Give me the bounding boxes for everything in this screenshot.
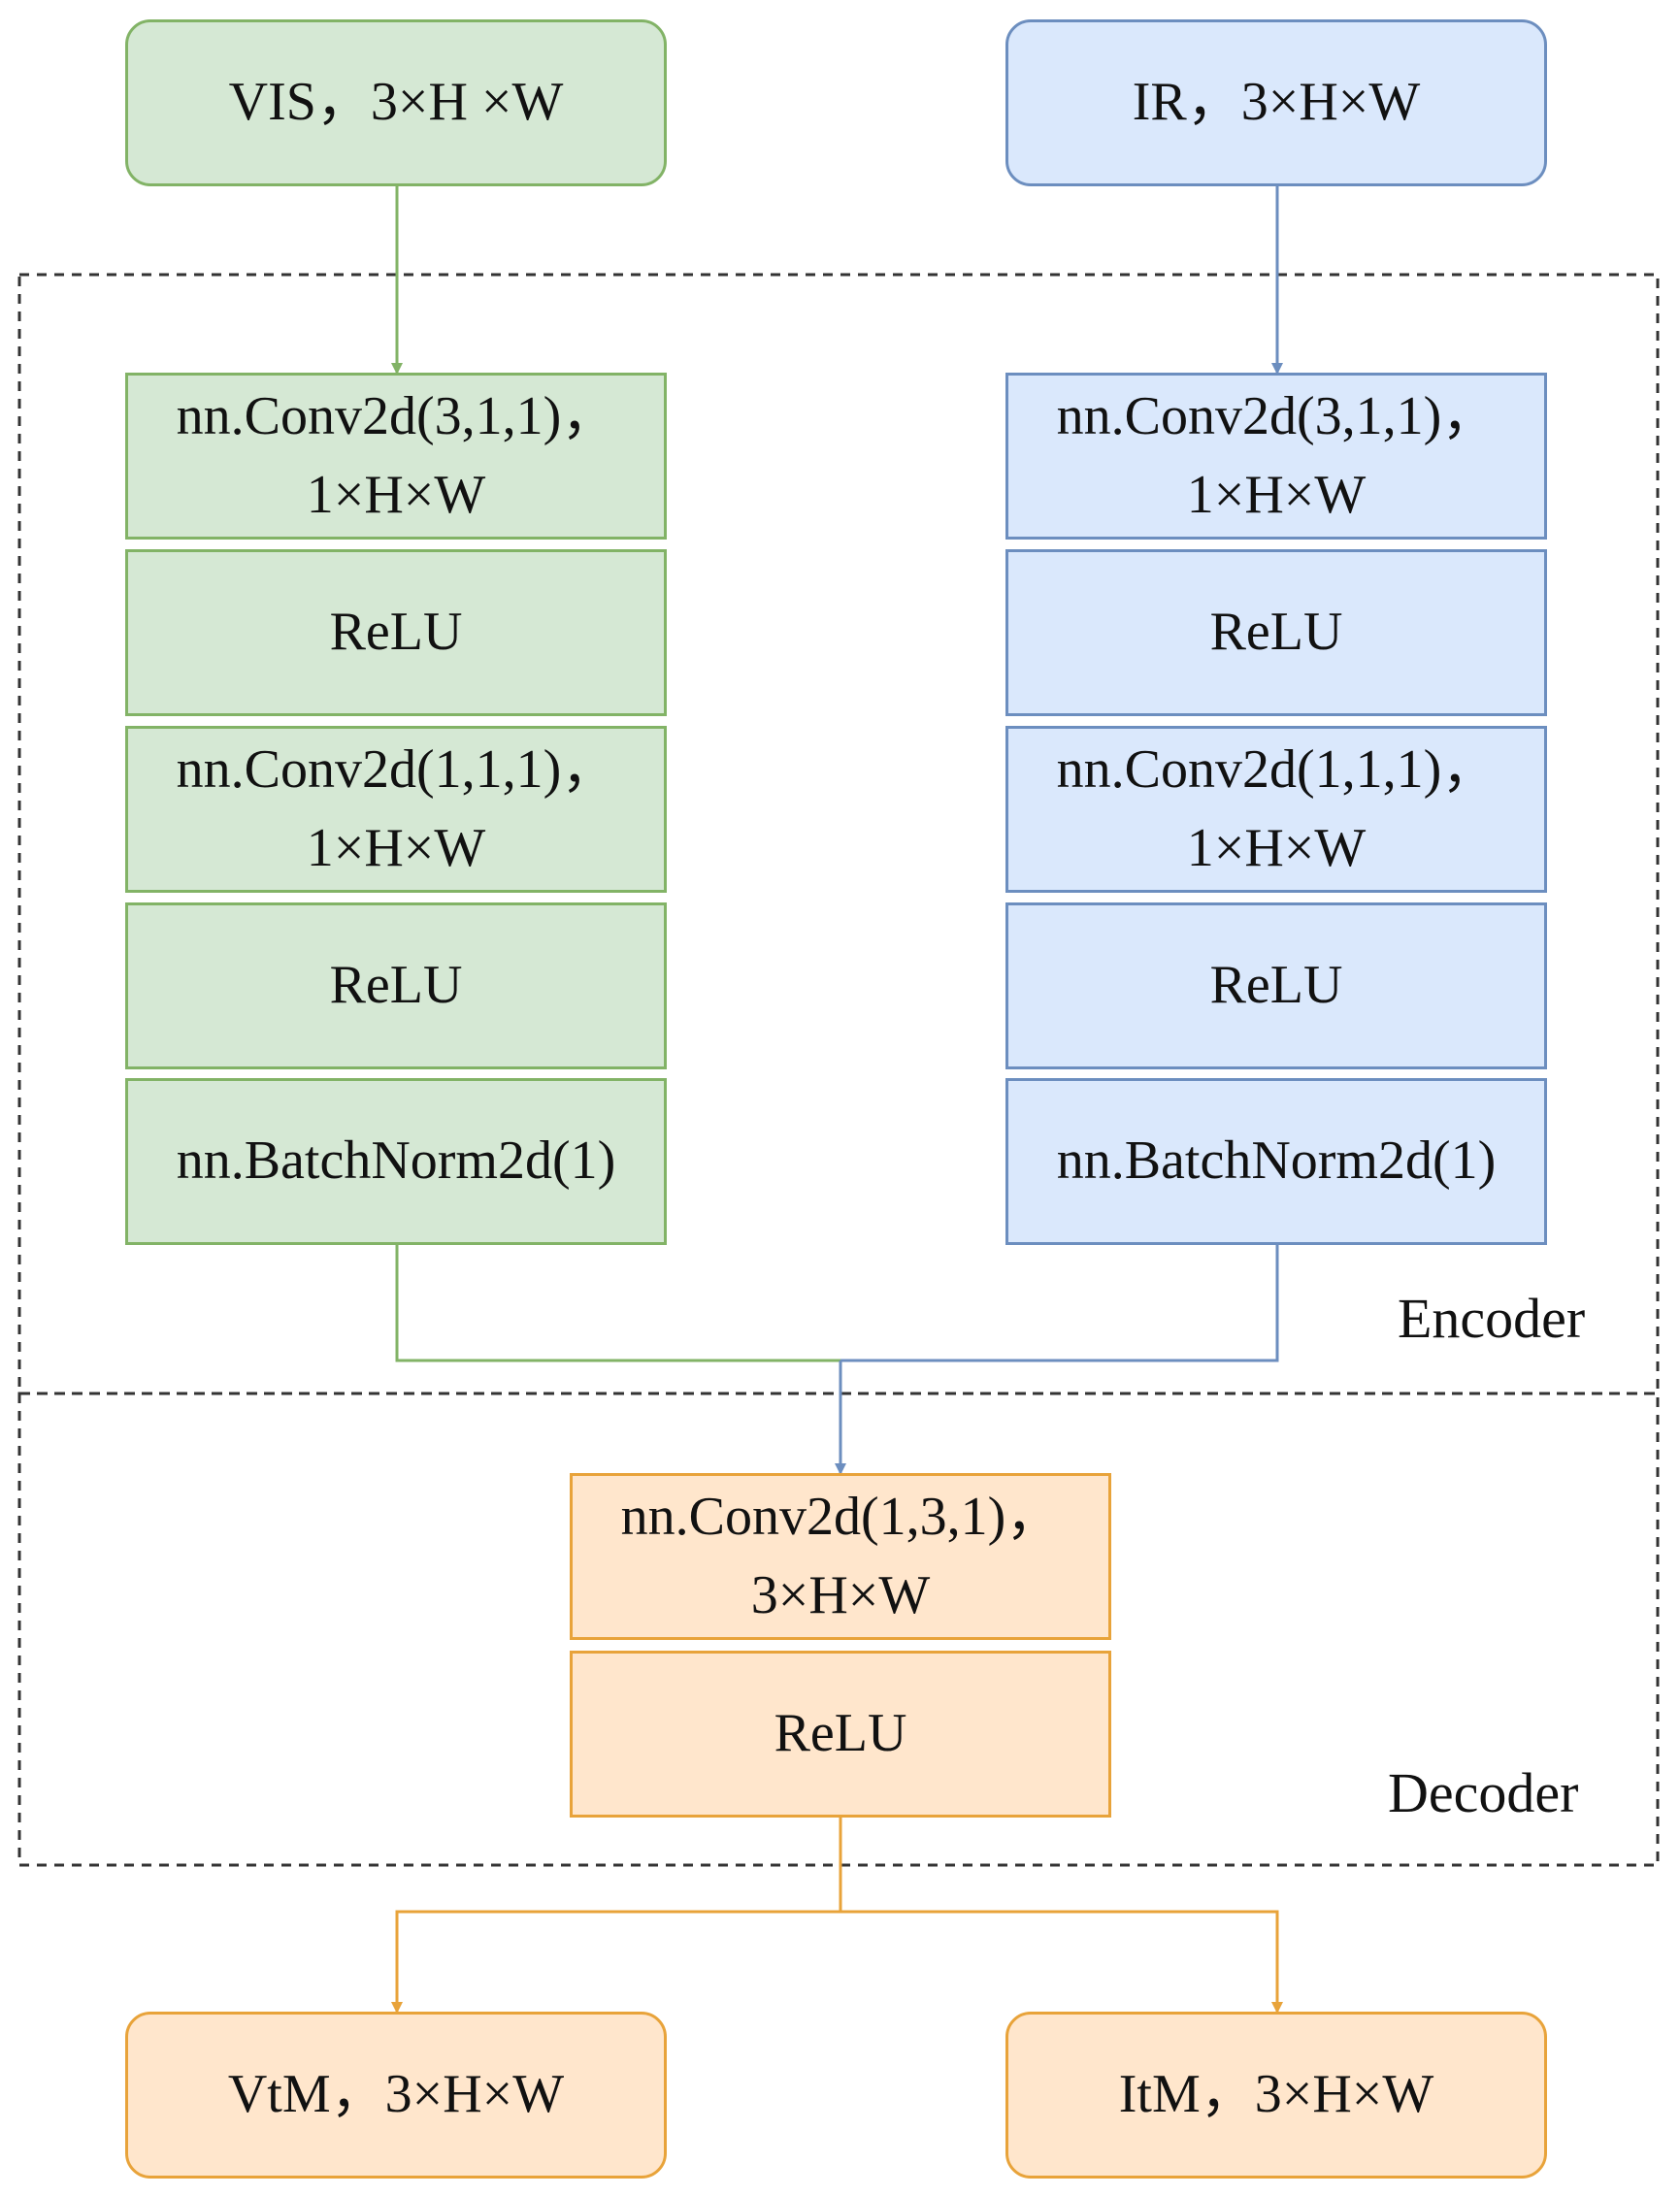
vis-relu-block-2: ReLU bbox=[125, 902, 667, 1069]
vtm-output-arrow bbox=[391, 1910, 840, 2014]
itm-output-arrow bbox=[840, 1910, 1283, 2014]
block-line-1: ReLU bbox=[329, 602, 463, 663]
vis-input-node: VIS，3×H ×W bbox=[125, 19, 667, 186]
block-line-1: nn.BatchNorm2d(1) bbox=[1056, 1131, 1497, 1192]
vis-merge-line bbox=[395, 1245, 840, 1362]
vtm-output-label: VtM，3×H×W bbox=[227, 2064, 565, 2125]
ir-conv-block-1: nn.Conv2d(3,1,1)， 1×H×W bbox=[1005, 373, 1547, 540]
vis-conv-block-2: nn.Conv2d(1,1,1)， 1×H×W bbox=[125, 726, 667, 893]
block-line-1: ReLU bbox=[329, 955, 463, 1016]
block-line-2: 1×H×W bbox=[1186, 465, 1367, 525]
vis-input-label: VIS，3×H ×W bbox=[228, 72, 564, 133]
ir-relu-block-2: ReLU bbox=[1005, 902, 1547, 1069]
block-line-1: nn.Conv2d(1,3,1)， bbox=[620, 1486, 1061, 1547]
block-line-1: nn.Conv2d(1,1,1)， bbox=[1056, 738, 1497, 800]
block-line-1: ReLU bbox=[774, 1703, 907, 1764]
itm-output-label: ItM，3×H×W bbox=[1118, 2064, 1434, 2125]
encoder-label: Encoder bbox=[1398, 1287, 1586, 1350]
vis-relu-block-1: ReLU bbox=[125, 549, 667, 716]
ir-merge-line bbox=[840, 1245, 1279, 1362]
block-line-1: ReLU bbox=[1209, 602, 1343, 663]
ir-input-label: IR，3×H×W bbox=[1132, 72, 1421, 133]
vtm-output-node: VtM，3×H×W bbox=[125, 2012, 667, 2179]
itm-output-node: ItM，3×H×W bbox=[1005, 2012, 1547, 2179]
block-line-1: nn.Conv2d(3,1,1)， bbox=[176, 385, 616, 446]
ir-input-node: IR，3×H×W bbox=[1005, 19, 1547, 186]
block-line-1: nn.Conv2d(1,1,1)， bbox=[176, 738, 616, 800]
block-line-2: 1×H×W bbox=[1186, 818, 1367, 878]
block-line-1: nn.BatchNorm2d(1) bbox=[176, 1131, 616, 1192]
ir-relu-block-1: ReLU bbox=[1005, 549, 1547, 716]
decoder-label: Decoder bbox=[1388, 1761, 1579, 1824]
block-line-1: nn.Conv2d(3,1,1)， bbox=[1056, 385, 1497, 446]
vis-batchnorm-block: nn.BatchNorm2d(1) bbox=[125, 1078, 667, 1245]
block-line-2: 1×H×W bbox=[306, 818, 486, 878]
block-line-2: 1×H×W bbox=[306, 465, 486, 525]
decoder-conv-block: nn.Conv2d(1,3,1)， 3×H×W bbox=[570, 1473, 1111, 1640]
block-line-2: 3×H×W bbox=[750, 1565, 931, 1625]
decoder-region bbox=[17, 1392, 1660, 1867]
ir-conv-block-2: nn.Conv2d(1,1,1)， 1×H×W bbox=[1005, 726, 1547, 893]
block-line-1: ReLU bbox=[1209, 955, 1343, 1016]
ir-batchnorm-block: nn.BatchNorm2d(1) bbox=[1005, 1078, 1547, 1245]
decoder-relu-block: ReLU bbox=[570, 1651, 1111, 1818]
vis-conv-block-1: nn.Conv2d(3,1,1)， 1×H×W bbox=[125, 373, 667, 540]
